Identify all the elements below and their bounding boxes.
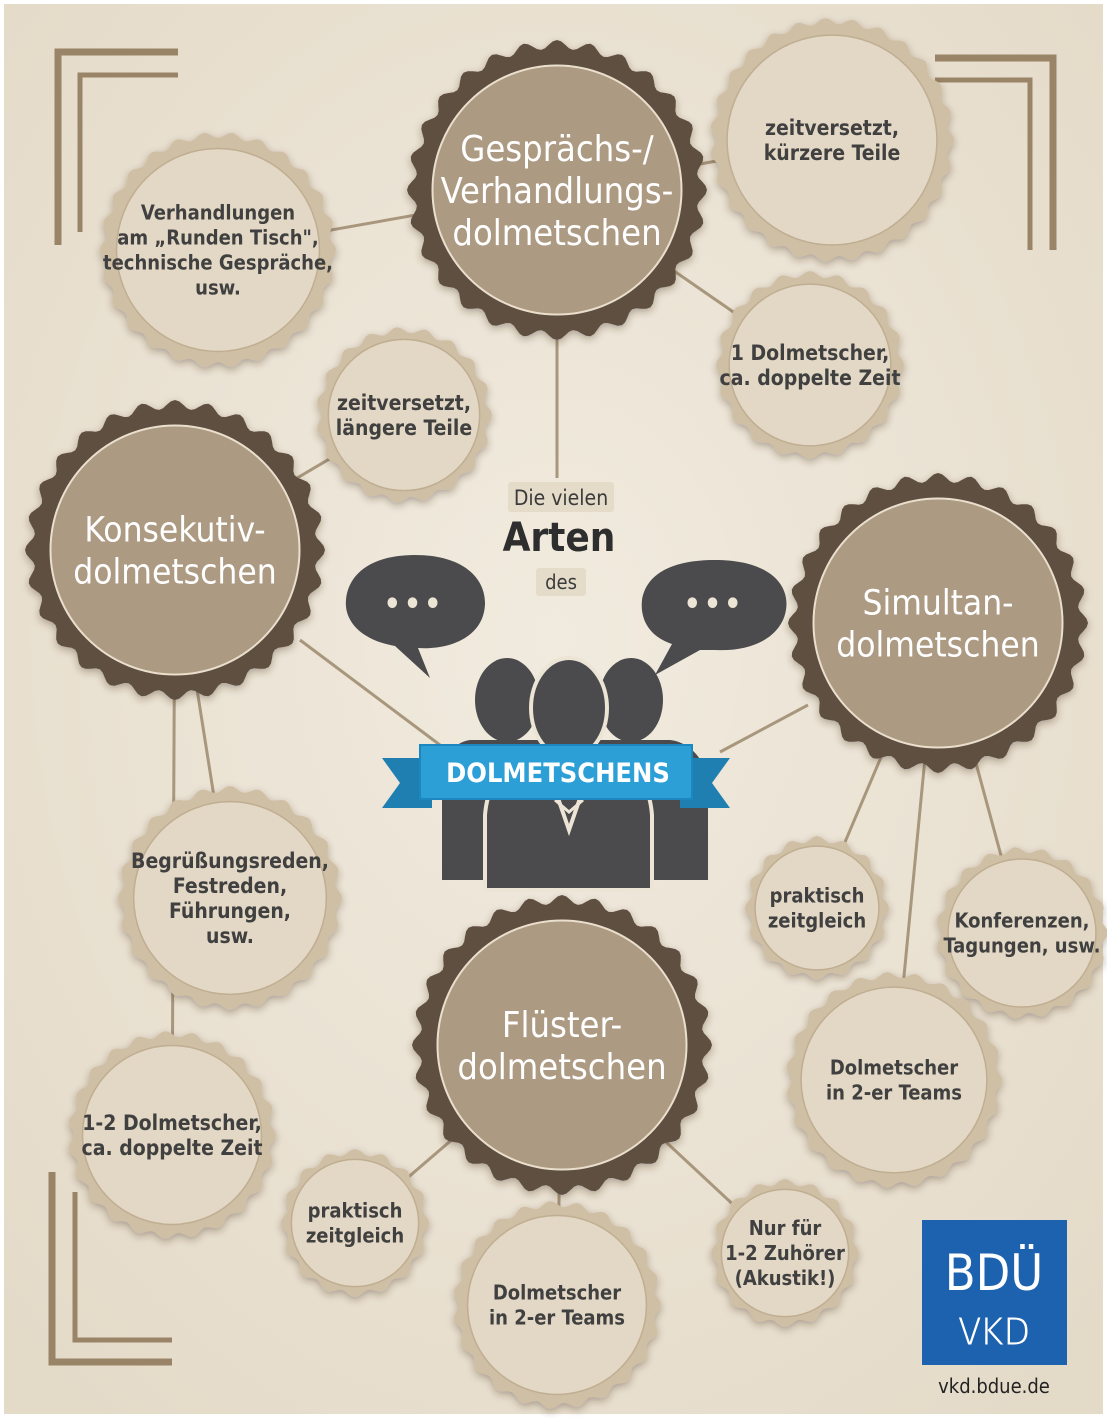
detail-node-g_verhandlungen-line-2: am „Runden Tisch", xyxy=(117,226,318,250)
detail-node-g_verhandlungen-line-1: Verhandlungen xyxy=(141,201,295,225)
detail-node-g_dolmetscher-line-1: 1 Dolmetscher, xyxy=(731,341,890,365)
detail-node-k_dolmetscher-line-1: 1-2 Dolmetscher, xyxy=(82,1111,262,1135)
main-node-gespraech: Gesprächs-/Verhandlungs-dolmetschen xyxy=(407,40,707,340)
detail-node-s_praktisch-line-1: praktisch xyxy=(770,884,865,908)
detail-node-f_teams-line-1: Dolmetscher xyxy=(493,1281,621,1305)
main-node-simultan-line-2: dolmetschen xyxy=(836,626,1039,666)
frame-top-left xyxy=(54,48,178,245)
frame-bottom-left xyxy=(48,1172,172,1366)
main-node-gespraech-line-2: Verhandlungs- xyxy=(441,171,674,212)
detail-node-k_begruessung-line-1: Begrüßungsreden, xyxy=(131,849,329,873)
logo-url: vkd.bdue.de xyxy=(938,1374,1050,1398)
detail-node-s_teams-line-1: Dolmetscher xyxy=(830,1056,958,1080)
detail-node-s_konferenzen-line-1: Konferenzen, xyxy=(954,909,1089,933)
detail-node-g_zeitversetzt-line-1: zeitversetzt, xyxy=(765,116,899,140)
main-node-simultan: Simultan-dolmetschen xyxy=(788,473,1088,773)
main-node-simultan-line-1: Simultan- xyxy=(862,584,1013,624)
speech-bubble-right-dots: ••• xyxy=(684,587,745,622)
detail-node-f_zuhoerer-line-2: 1-2 Zuhörer xyxy=(725,1241,845,1265)
detail-node-s_konferenzen: Konferenzen,Tagungen, usw. xyxy=(937,847,1107,1019)
detail-node-f_praktisch-line-1: praktisch xyxy=(308,1199,403,1223)
detail-node-k_dolmetscher-line-2: ca. doppelte Zeit xyxy=(82,1136,263,1160)
title-line1: Die vielen xyxy=(514,486,608,510)
detail-node-g_zeitversetzt: zeitversetzt,kürzere Teile xyxy=(710,18,954,262)
detail-node-k_begruessung: Begrüßungsreden,Festreden,Führungen,usw. xyxy=(118,786,342,1010)
main-node-fluester: Flüster-dolmetschen xyxy=(412,895,712,1195)
speech-bubble-right: ••• xyxy=(641,560,787,675)
logo-line2: VKD xyxy=(958,1310,1030,1354)
banner-label: DOLMETSCHENS xyxy=(446,758,670,789)
logo-line1: BDÜ xyxy=(945,1244,1043,1302)
detail-node-g_dolmetscher-line-2: ca. doppelte Zeit xyxy=(720,366,901,390)
connector-simultan-center xyxy=(719,703,809,754)
detail-node-g_zeitversetzt-line-2: kürzere Teile xyxy=(764,141,901,165)
detail-node-k_begruessung-line-3: Führungen, xyxy=(169,899,291,923)
speech-bubble-left-dots: ••• xyxy=(384,587,445,622)
main-node-fluester-line-2: dolmetschen xyxy=(457,1047,666,1088)
detail-node-f_zuhoerer-line-1: Nur für xyxy=(749,1216,822,1240)
detail-node-s_teams-line-2: in 2-er Teams xyxy=(826,1081,962,1105)
center-title: Die vielen Arten des xyxy=(503,482,616,596)
connector-konsekutiv-center xyxy=(299,638,441,747)
detail-node-f_zuhoerer-line-3: (Akustik!) xyxy=(735,1266,836,1290)
main-node-konsekutiv-line-2: dolmetschen xyxy=(73,553,276,593)
main-node-gespraech-line-1: Gesprächs-/ xyxy=(460,129,654,170)
main-node-konsekutiv-line-1: Konsekutiv- xyxy=(84,511,265,551)
detail-node-k_begruessung-line-4: usw. xyxy=(206,924,254,948)
detail-node-k_zeitversetzt-line-2: längere Teile xyxy=(336,416,472,440)
title-line3: des xyxy=(545,570,577,594)
detail-node-g_verhandlungen-line-3: technische Gespräche, xyxy=(103,251,333,275)
main-node-fluester-line-1: Flüster- xyxy=(502,1005,622,1046)
detail-node-g_verhandlungen-line-4: usw. xyxy=(195,276,241,300)
banner: DOLMETSCHENS xyxy=(382,744,730,808)
detail-node-k_dolmetscher: 1-2 Dolmetscher,ca. doppelte Zeit xyxy=(69,1031,276,1239)
bdue-vkd-logo: BDÜ VKD vkd.bdue.de xyxy=(922,1220,1067,1398)
frame-top-right xyxy=(935,54,1057,250)
detail-node-s_konferenzen-line-2: Tagungen, usw. xyxy=(943,934,1100,958)
detail-node-s_praktisch-line-2: zeitgleich xyxy=(768,909,866,933)
detail-node-g_dolmetscher: 1 Dolmetscher,ca. doppelte Zeit xyxy=(716,271,904,459)
detail-node-k_zeitversetzt-line-1: zeitversetzt, xyxy=(337,391,471,415)
detail-node-f_praktisch-line-2: zeitgleich xyxy=(306,1224,404,1248)
detail-node-k_zeitversetzt: zeitversetzt,längere Teile xyxy=(317,327,492,503)
detail-node-k_begruessung-line-2: Festreden, xyxy=(173,874,287,898)
speech-bubble-left: ••• xyxy=(345,555,486,678)
corner-frames xyxy=(48,48,1057,1366)
title-line2: Arten xyxy=(503,515,616,561)
main-node-gespraech-line-3: dolmetschen xyxy=(452,213,661,254)
detail-node-f_teams-line-2: in 2-er Teams xyxy=(489,1306,625,1330)
main-node-konsekutiv: Konsekutiv-dolmetschen xyxy=(25,400,325,700)
